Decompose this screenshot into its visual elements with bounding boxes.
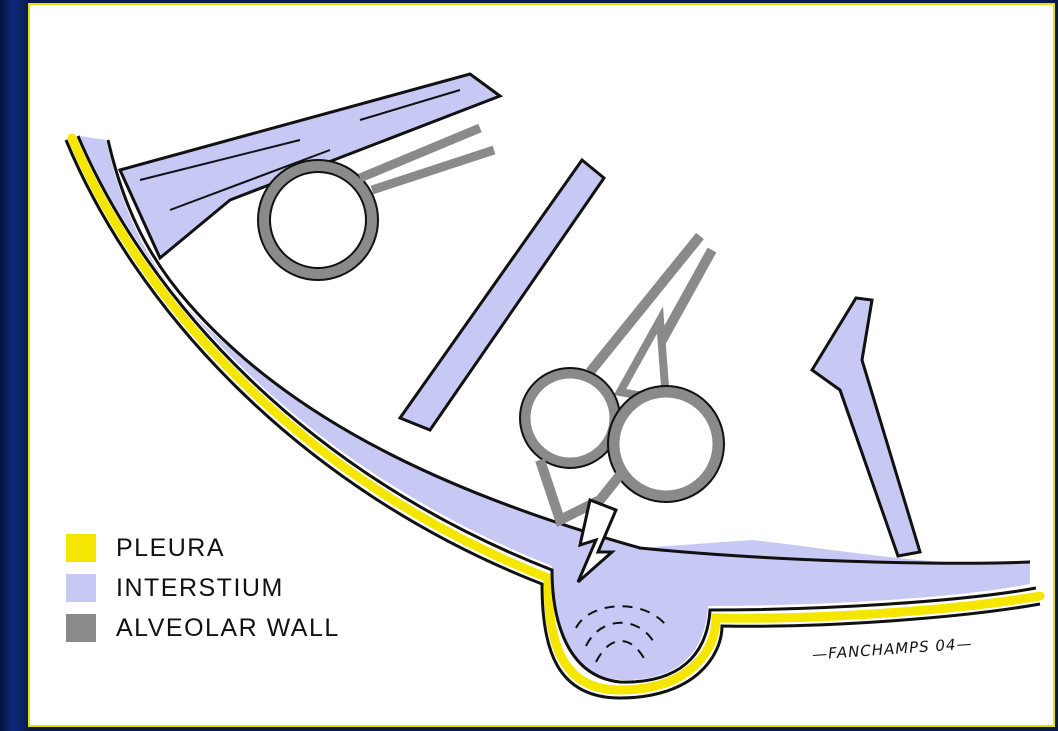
legend-label: PLEURA — [116, 534, 225, 563]
lower-alveolus-left — [525, 373, 615, 463]
legend-label: ALVEOLAR WALL — [116, 614, 340, 643]
pleura-swatch — [66, 534, 96, 562]
alveolar-wall-swatch — [66, 614, 96, 642]
septum-right — [812, 298, 920, 556]
legend-item-alveolar-wall: ALVEOLAR WALL — [66, 608, 340, 648]
legend-item-pleura: PLEURA — [66, 528, 340, 568]
interstitium-swatch — [66, 574, 96, 602]
upper-alveolus — [264, 166, 372, 274]
lower-alveolus-right — [614, 392, 718, 496]
legend: PLEURA INTERSTIUM ALVEOLAR WALL — [66, 528, 340, 648]
legend-label: INTERSTIUM — [116, 574, 284, 603]
legend-item-interstitium: INTERSTIUM — [66, 568, 340, 608]
